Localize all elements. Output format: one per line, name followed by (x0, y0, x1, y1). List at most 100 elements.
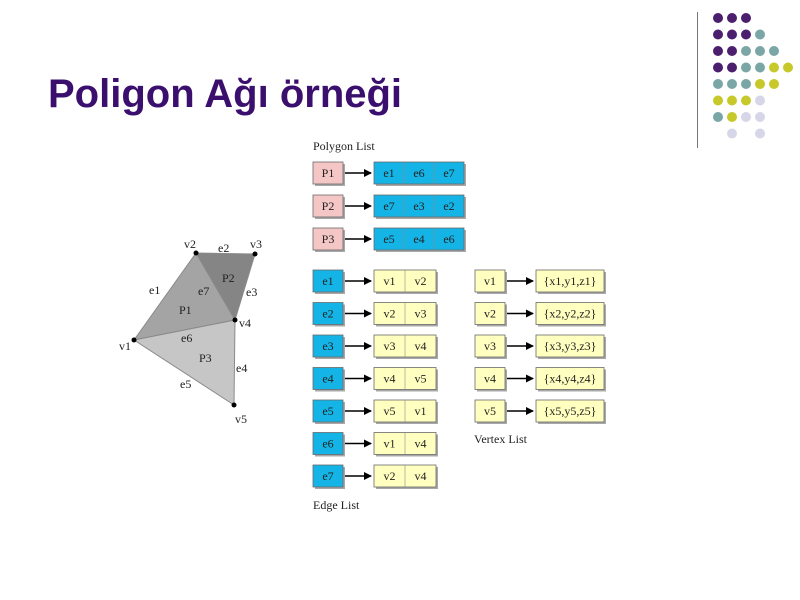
dot-purple (727, 29, 737, 40)
vertex-coords-box (535, 334, 605, 358)
dot-teal (741, 46, 751, 56)
polygon-edges-box-cell: e6 (413, 166, 424, 180)
dot-yellow (769, 62, 779, 73)
edge-id-box (312, 334, 344, 358)
polygon-edges-box-cell: e5 (383, 232, 394, 246)
dot-teal (755, 46, 765, 56)
polygon-edges-box-cell: e7 (443, 166, 454, 180)
vertex-coords-box (535, 367, 605, 390)
dot-yellow (727, 112, 737, 122)
vertex-label-v1: v1 (119, 339, 131, 353)
vertex-coords-box-label: {x1,y1,z1} (544, 274, 597, 288)
edge-verts-box-cell: v1 (384, 274, 396, 288)
dot-yellow (769, 79, 779, 89)
edge-id-box (312, 399, 344, 423)
edge-label-e1: e1 (149, 283, 160, 297)
edge-id-box-label: e7 (322, 469, 333, 483)
vertex-dot (193, 250, 199, 256)
dot-teal (755, 62, 765, 73)
polygon-edges-box (373, 194, 465, 218)
edge-verts-box-cell: v4 (415, 339, 427, 353)
edge-id-box-label: e2 (322, 307, 333, 321)
edge-verts-box-cell: v3 (415, 307, 427, 321)
edge-id-box-label: e3 (322, 339, 333, 353)
polygon-edges-box (373, 227, 465, 251)
dot-teal (741, 62, 751, 73)
dot-lavender (755, 95, 765, 106)
polygon-edges-box (373, 161, 465, 185)
edge-list-caption: Edge List (313, 498, 360, 512)
vertex-id-box-label: v3 (484, 339, 496, 353)
polygon-edges-box-cell: e2 (443, 199, 454, 213)
dot-teal (713, 79, 723, 89)
dot-yellow (727, 95, 737, 106)
edge-label-e7: e7 (198, 284, 209, 298)
vertex-id-box (474, 269, 506, 293)
vertex-id-box (474, 399, 506, 423)
vertex-label-v5: v5 (235, 412, 247, 426)
edge-verts-box-cell: v3 (384, 339, 396, 353)
dot-purple (713, 46, 723, 56)
edge-verts-box-cell: v2 (415, 274, 427, 288)
vertex-id-box-label: v2 (484, 307, 496, 321)
vertex-coords-box-label: {x3,y3,z3} (544, 339, 597, 353)
dot-purple (727, 46, 737, 56)
edge-id-box (312, 269, 344, 293)
edge-verts-box-cell: v2 (384, 469, 396, 483)
edge-verts-box-cell: v2 (384, 307, 396, 321)
vertex-coords-box-label: {x5,y5,z5} (544, 404, 597, 418)
polygon-label-P1: P1 (179, 303, 192, 317)
dot-purple (727, 13, 737, 23)
edge-label-e5: e5 (180, 377, 191, 391)
vertex-id-box-label: v5 (484, 404, 496, 418)
dot-lavender (727, 128, 737, 139)
vertex-coords-box-label: {x2,y2,z2} (544, 307, 597, 321)
polygon-p3-face (132, 319, 236, 406)
edge-id-box (312, 302, 344, 325)
divider-line (697, 12, 698, 148)
dot-yellow (741, 95, 751, 106)
dot-purple (713, 13, 723, 23)
edge-id-box-label: e6 (322, 437, 333, 451)
polygon-edges-box-cell: e3 (413, 199, 424, 213)
polygon-id-box-label: P2 (322, 199, 335, 213)
vertex-coords-box-label: {x4,y4,z4} (544, 372, 597, 386)
vertex-coords-box (535, 399, 605, 423)
dot-purple (727, 62, 737, 73)
vertex-id-box (474, 367, 506, 390)
vertex-label-v2: v2 (184, 237, 196, 251)
vertex-coords-box (535, 269, 605, 293)
polygon-p2-face (195, 252, 256, 322)
edge-verts-box-cell: v5 (415, 372, 427, 386)
edge-id-box-label: e1 (322, 274, 333, 288)
dot-lavender (755, 128, 765, 139)
dot-yellow (713, 95, 723, 106)
vertex-dot (232, 317, 238, 323)
vertex-coords-box (535, 302, 605, 325)
vertex-id-box (474, 302, 506, 325)
polygon-label-P2: P2 (222, 271, 235, 285)
vertex-id-box-label: v1 (484, 274, 496, 288)
edge-verts-box-cell: v1 (384, 437, 396, 451)
edge-id-box (312, 464, 344, 488)
polygon-edges-box-cell: e6 (443, 232, 454, 246)
dot-lavender (755, 112, 765, 122)
dot-yellow (783, 62, 793, 73)
vertex-id-box (474, 334, 506, 358)
dot-teal (727, 79, 737, 89)
dot-teal (755, 29, 765, 40)
vertex-label-v3: v3 (250, 237, 262, 251)
vertex-label-v4: v4 (239, 316, 251, 330)
polygon-id-box (312, 161, 344, 185)
dot-purple (741, 29, 751, 40)
slide-title: Poligon Ağı örneği (48, 72, 403, 116)
dot-purple (713, 62, 723, 73)
vertex-dot (131, 337, 137, 343)
polygon-label-P3: P3 (199, 351, 212, 365)
dot-purple (741, 13, 751, 23)
edge-id-box (312, 367, 344, 390)
edge-id-box (312, 432, 344, 455)
